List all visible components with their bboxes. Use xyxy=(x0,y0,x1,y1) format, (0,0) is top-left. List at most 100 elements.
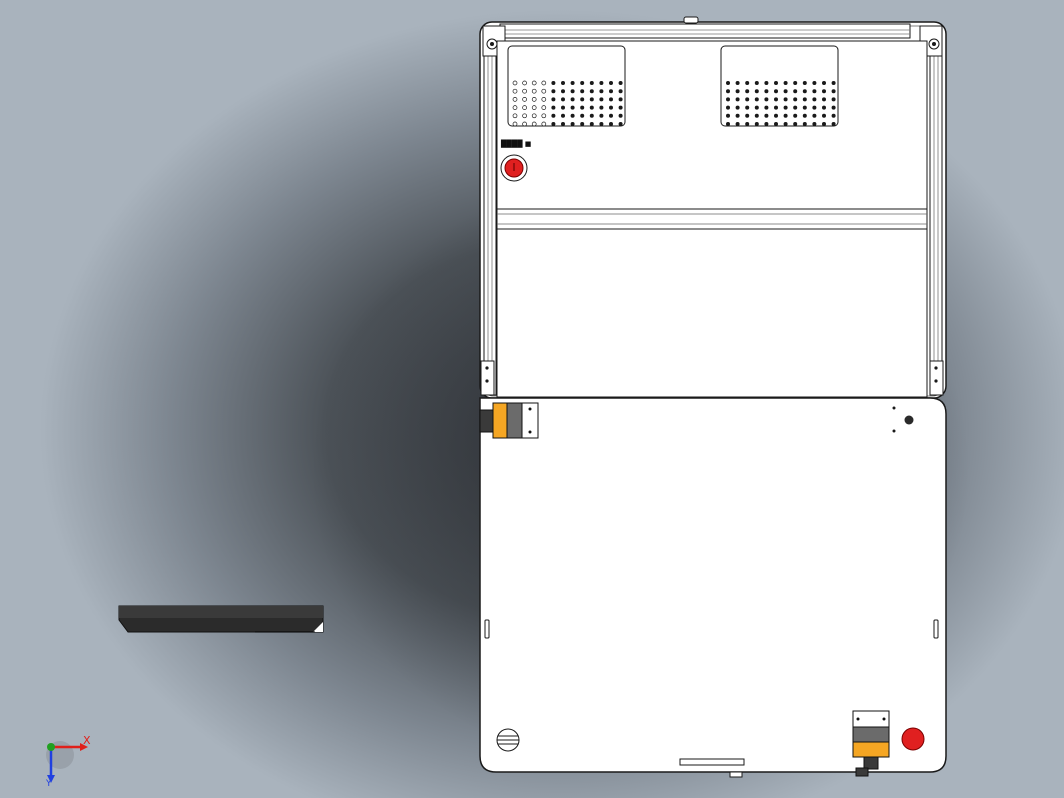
vent-hole xyxy=(793,97,798,102)
vent-hole xyxy=(618,122,623,126)
vent-hole xyxy=(745,97,750,102)
vent-hole xyxy=(754,122,759,126)
vent-hole xyxy=(774,81,778,85)
vent-hole xyxy=(822,113,826,118)
vent-hole xyxy=(531,121,537,127)
vent-hole xyxy=(609,122,613,126)
upper-frame[interactable]: ████ ■ xyxy=(479,16,947,399)
emergency-stop-knob[interactable] xyxy=(500,154,528,182)
vent-hole xyxy=(580,122,585,126)
vent-hole xyxy=(764,113,769,118)
vent-hole xyxy=(561,122,565,126)
vent-hole xyxy=(831,89,836,94)
vent-hole xyxy=(774,105,778,110)
vent-hole xyxy=(618,97,623,102)
vent-hole xyxy=(822,81,826,85)
vent-hole xyxy=(831,81,836,85)
vent-hole xyxy=(745,81,750,85)
vent-hole xyxy=(831,97,836,102)
axis-x-label: X xyxy=(83,734,91,747)
vent-hole xyxy=(599,81,604,85)
vent-hole xyxy=(783,81,788,85)
vent-hole xyxy=(726,81,730,85)
vent-hole xyxy=(570,97,575,102)
vent-hole xyxy=(831,122,836,126)
vent-hole xyxy=(764,97,769,102)
vent-hole xyxy=(812,105,817,110)
vent-hole xyxy=(783,122,788,126)
vent-hole xyxy=(802,113,807,118)
vent-hole xyxy=(726,105,730,110)
vent-hole xyxy=(735,97,740,102)
connector-block-left[interactable] xyxy=(479,402,539,439)
vent-hole xyxy=(802,89,807,94)
fan-vent xyxy=(496,728,520,752)
vent-hole xyxy=(522,80,527,86)
vent-hole xyxy=(764,89,769,94)
vent-hole xyxy=(551,97,556,102)
vent-hole xyxy=(774,122,778,126)
vent-hole xyxy=(754,81,759,85)
vent-hole xyxy=(541,105,547,110)
vent-hole xyxy=(783,89,788,94)
hinge-right xyxy=(929,360,944,396)
vent-hole xyxy=(726,122,730,126)
vent-hole xyxy=(531,97,537,102)
vent-hole xyxy=(522,105,527,110)
vent-hole xyxy=(512,80,518,86)
vent-hole xyxy=(561,89,565,94)
vent-hole xyxy=(802,81,807,85)
vent-hole xyxy=(764,105,769,110)
vent-hole xyxy=(754,97,759,102)
vent-hole xyxy=(570,113,575,118)
vent-hole xyxy=(570,105,575,110)
vent-hole xyxy=(754,105,759,110)
vent-hole xyxy=(599,122,604,126)
vent-hole xyxy=(793,122,798,126)
vent-hole xyxy=(522,121,527,127)
hinge-left xyxy=(480,360,495,396)
vent-hole xyxy=(551,113,556,118)
vent-hole xyxy=(609,81,613,85)
vent-hole xyxy=(735,105,740,110)
connector-block-bottom[interactable] xyxy=(852,710,890,777)
vent-hole xyxy=(764,81,769,85)
vent-hole xyxy=(599,89,604,94)
panel-label: ████ ■ xyxy=(500,139,531,148)
vent-hole xyxy=(793,113,798,118)
vent-hole xyxy=(831,105,836,110)
base-plate[interactable] xyxy=(479,397,947,778)
vent-hole xyxy=(822,89,826,94)
vent-hole xyxy=(599,113,604,118)
vent-hole xyxy=(774,113,778,118)
vent-hole xyxy=(618,105,623,110)
vent-hole xyxy=(570,89,575,94)
vent-hole xyxy=(831,113,836,118)
vent-hole xyxy=(812,81,817,85)
vent-hole xyxy=(512,97,518,102)
vent-hole xyxy=(774,97,778,102)
vent-hole xyxy=(512,113,518,119)
vent-hole xyxy=(541,113,547,119)
vent-hole xyxy=(783,97,788,102)
vent-hole xyxy=(783,113,788,118)
vent-hole xyxy=(551,89,556,94)
vent-hole xyxy=(551,81,556,85)
vent-hole xyxy=(512,121,518,127)
detached-bar-part[interactable] xyxy=(118,605,324,633)
vent-hole xyxy=(726,97,730,102)
vent-hole xyxy=(531,113,537,119)
vent-hole xyxy=(774,89,778,94)
vent-hole xyxy=(561,81,565,85)
vent-hole xyxy=(541,88,547,94)
red-push-button[interactable] xyxy=(901,727,925,751)
vent-hole xyxy=(599,97,604,102)
vent-hole xyxy=(609,97,613,102)
vent-hole xyxy=(551,105,556,110)
vent-hole xyxy=(541,97,547,102)
vent-hole xyxy=(561,113,565,118)
vent-grille-right xyxy=(720,45,839,127)
vent-hole xyxy=(589,81,594,85)
vent-hole xyxy=(580,113,585,118)
